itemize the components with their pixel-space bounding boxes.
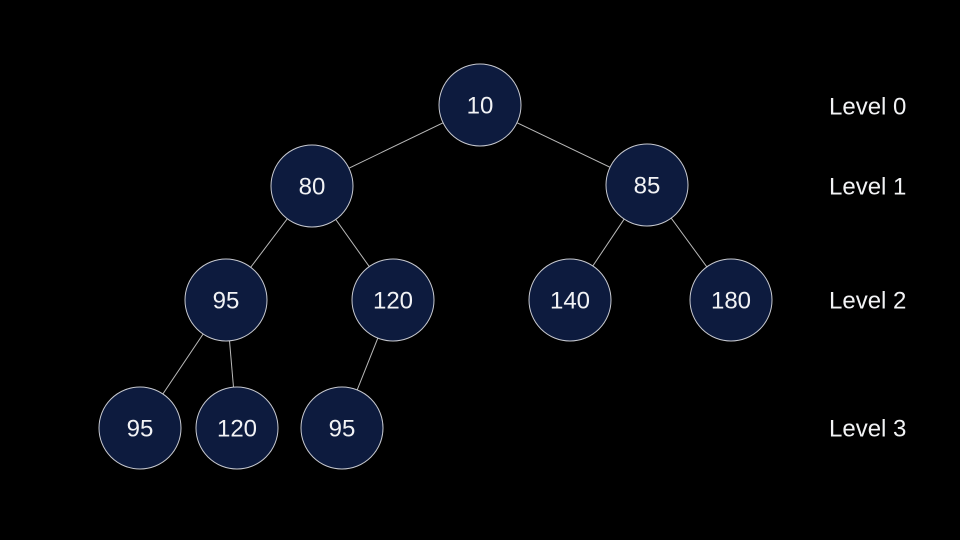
tree-node-circle	[184, 258, 268, 342]
tree-node-value: 95	[213, 287, 240, 314]
level-label: Level 1	[829, 173, 906, 200]
level-label: Level 0	[829, 93, 906, 120]
tree-node: 95	[184, 258, 268, 342]
tree-node-circle	[351, 258, 435, 342]
tree-node-circle	[438, 63, 522, 147]
tree-node-circle	[300, 386, 384, 470]
tree-node-circle	[270, 144, 354, 228]
tree-node: 85	[605, 143, 689, 227]
tree-node-circle	[98, 386, 182, 470]
tree-node-value: 120	[217, 415, 257, 442]
level-label: Level 3	[829, 415, 906, 442]
tree-node-value: 95	[329, 415, 356, 442]
tree-node: 120	[351, 258, 435, 342]
tree-node: 80	[270, 144, 354, 228]
tree-node: 95	[98, 386, 182, 470]
tree-node-value: 120	[373, 287, 413, 314]
level-label: Level 2	[829, 287, 906, 314]
tree-node-circle	[605, 143, 689, 227]
tree-node: 120	[195, 386, 279, 470]
tree-node-value: 80	[299, 173, 326, 200]
tree-node-circle	[689, 258, 773, 342]
tree-node-value: 95	[127, 415, 154, 442]
tree-node-value: 85	[634, 172, 661, 199]
tree-node-value: 10	[467, 92, 494, 119]
tree-node-circle	[195, 386, 279, 470]
tree-node: 10	[438, 63, 522, 147]
tree-node: 95	[300, 386, 384, 470]
tree-node-value: 180	[711, 287, 751, 314]
tree-node-circle	[528, 258, 612, 342]
tree-node-value: 140	[550, 287, 590, 314]
tree-node: 140	[528, 258, 612, 342]
tree-node: 180	[689, 258, 773, 342]
